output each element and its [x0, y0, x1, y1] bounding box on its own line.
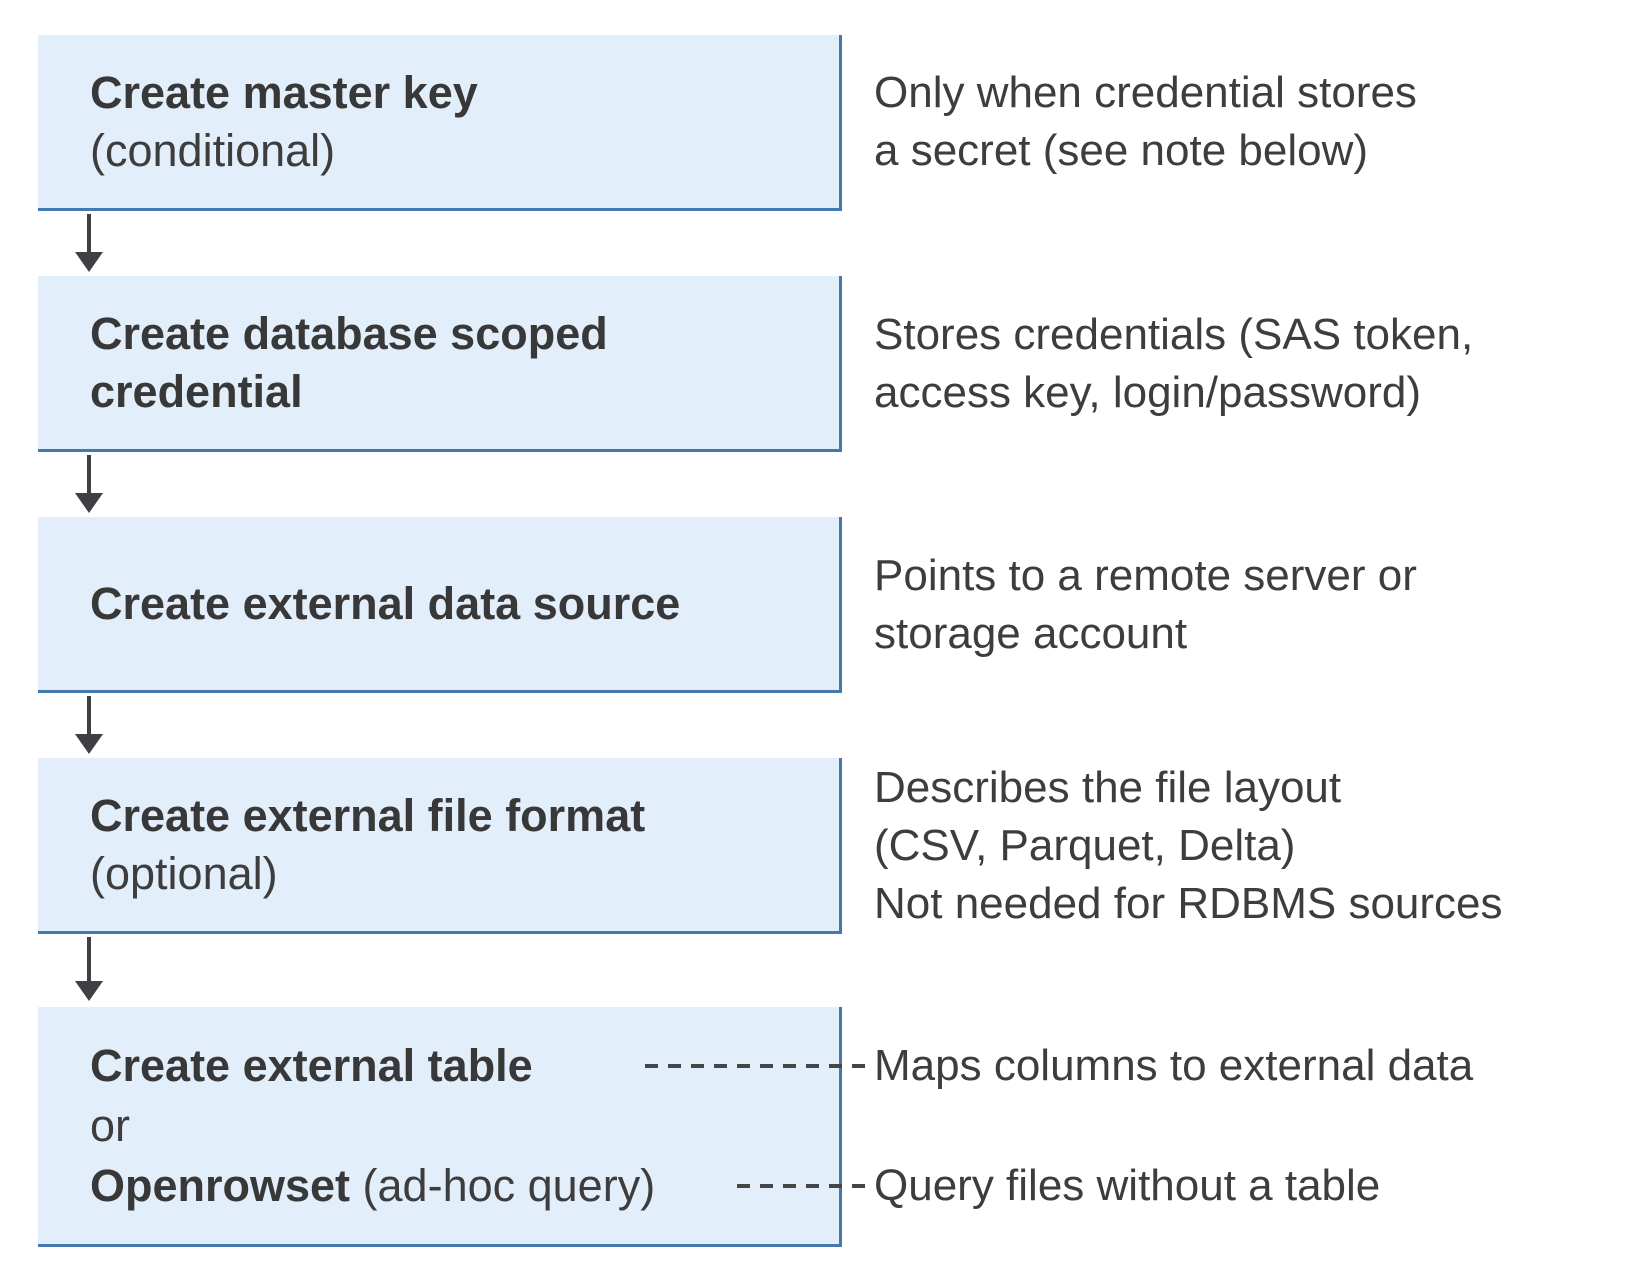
note-line: (CSV, Parquet, Delta) [874, 821, 1296, 870]
arrow-head [75, 493, 103, 513]
down-arrow-icon [75, 214, 103, 272]
arrow-head [75, 981, 103, 1001]
note-line: Query files without a table [874, 1161, 1381, 1210]
note-external-table: Maps columns to external data [874, 1037, 1473, 1095]
note-openrowset: Query files without a table [874, 1157, 1380, 1215]
flow-box-create-external-file-format: Create external file format (optional) [38, 758, 842, 934]
box-alt-suffix: (ad-hoc query) [350, 1159, 656, 1211]
box-subtitle: (optional) [90, 847, 278, 899]
box-title: Create external table [90, 1039, 533, 1091]
note-line: storage account [874, 609, 1188, 658]
arrow-stem [87, 937, 91, 984]
flow-box-create-database-scoped-credential: Create database scoped credential [38, 276, 842, 452]
arrow-head [75, 734, 103, 754]
note-line: a secret (see note below) [874, 126, 1369, 175]
box-title: Create external data source [90, 577, 681, 629]
flow-box-create-external-table-or-openrowset: Create external table or Openrowset (ad-… [38, 1007, 842, 1247]
box-alt-line: Openrowset (ad-hoc query) [90, 1156, 803, 1216]
note-line: Only when credential stores [874, 68, 1417, 117]
note-external-file-format: Describes the file layout (CSV, Parquet,… [874, 759, 1503, 933]
box-title: Create master key [90, 66, 478, 118]
note-line: Stores credentials (SAS token, [874, 310, 1474, 359]
note-line: access key, login/password) [874, 368, 1421, 417]
down-arrow-icon [75, 696, 103, 754]
arrow-stem [87, 455, 91, 496]
arrow-head [75, 252, 103, 272]
note-master-key: Only when credential stores a secret (se… [874, 64, 1417, 180]
note-line: Maps columns to external data [874, 1041, 1474, 1090]
flow-box-create-master-key: Create master key (conditional) [38, 35, 842, 211]
box-title: Create external file format [90, 789, 646, 841]
down-arrow-icon [75, 937, 103, 1001]
box-title: Create database scoped credential [90, 307, 608, 417]
note-line: Not needed for RDBMS sources [874, 879, 1503, 928]
box-or-label: or [90, 1099, 131, 1151]
note-external-data-source: Points to a remote server or storage acc… [874, 547, 1417, 663]
box-alt-title: Openrowset [90, 1159, 351, 1211]
dashed-connector-openrowset [737, 1184, 867, 1188]
arrow-stem [87, 696, 91, 737]
note-line: Points to a remote server or [874, 551, 1417, 600]
down-arrow-icon [75, 455, 103, 513]
flow-box-create-external-data-source: Create external data source [38, 517, 842, 693]
arrow-stem [87, 214, 91, 255]
dashed-connector-external-table [645, 1064, 868, 1068]
note-line: Describes the file layout [874, 763, 1342, 812]
note-scoped-credential: Stores credentials (SAS token, access ke… [874, 306, 1473, 422]
box-subtitle: (conditional) [90, 124, 336, 176]
